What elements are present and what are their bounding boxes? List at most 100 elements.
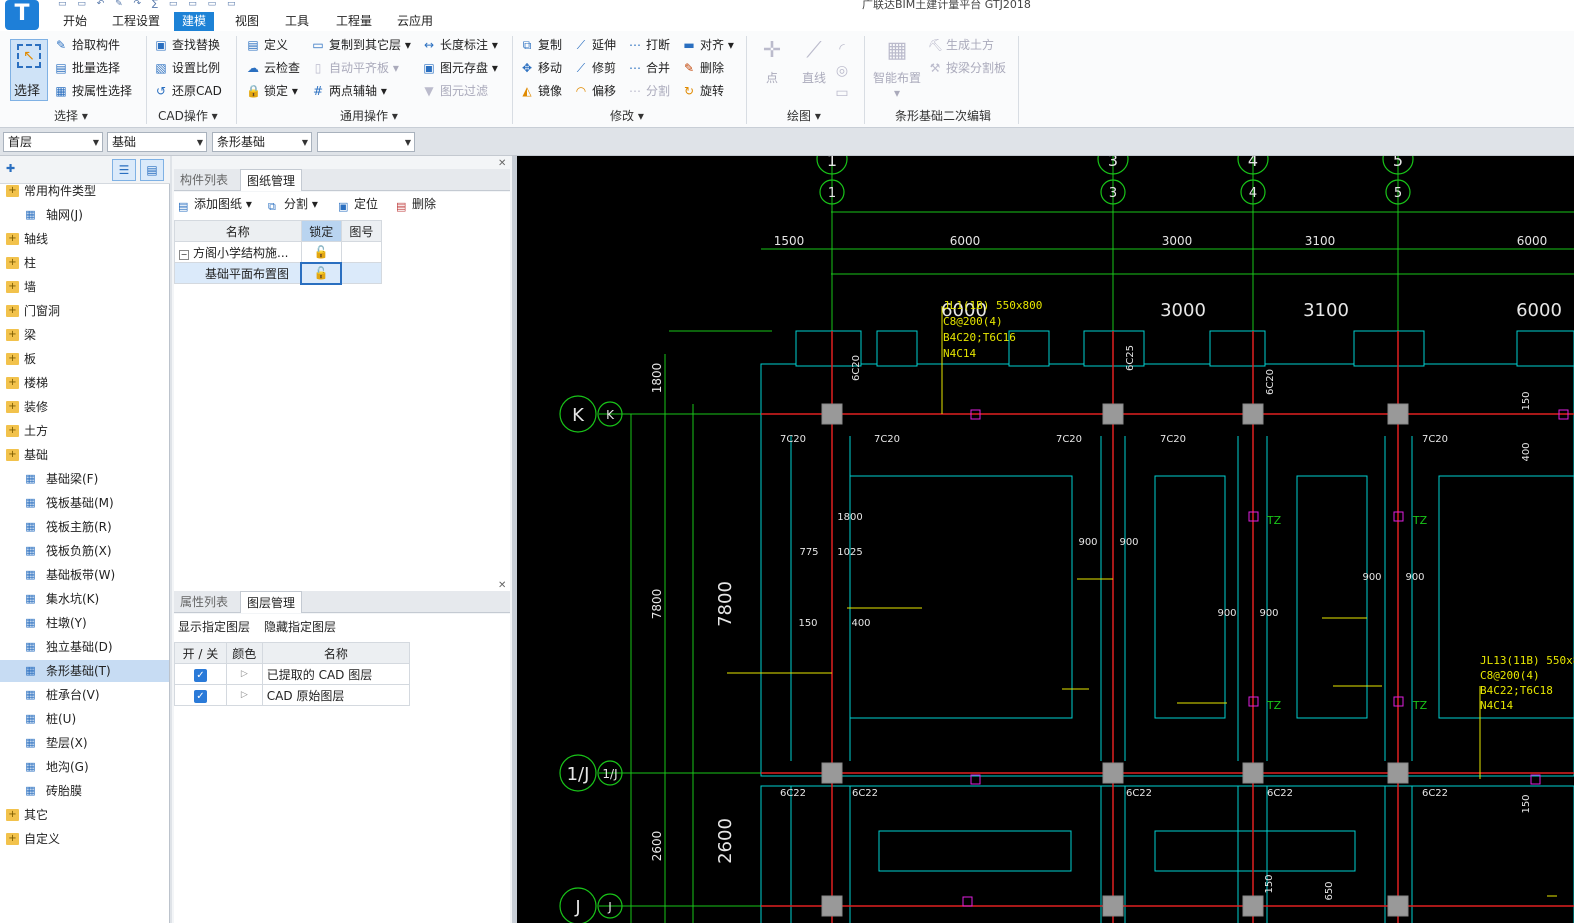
- element-filter-button[interactable]: ▼图元过滤: [420, 81, 488, 101]
- tree-item[interactable]: +楼梯: [0, 372, 169, 394]
- merge-button[interactable]: ⋯合并: [629, 61, 671, 75]
- delete-drawing-button[interactable]: ▤删除: [394, 194, 436, 214]
- select-by-attr-button[interactable]: ▦按属性选择: [55, 84, 133, 98]
- menu-project-settings[interactable]: 工程设置: [112, 14, 161, 28]
- set-scale-button[interactable]: ▧设置比例: [155, 61, 221, 75]
- tree-item[interactable]: +常用构件类型: [0, 180, 169, 202]
- trim-button[interactable]: ⟋修剪: [572, 58, 616, 78]
- tree-item[interactable]: ▦桩承台(V): [0, 684, 169, 706]
- copy-button[interactable]: ⧉复制: [518, 35, 562, 55]
- cloud-check-button[interactable]: ☁云检查: [247, 61, 301, 75]
- menu-cloud[interactable]: 云应用: [397, 14, 434, 28]
- layer-visible-checkbox[interactable]: ✓: [193, 668, 207, 682]
- restore-cad-button[interactable]: ↺还原CAD: [155, 84, 222, 98]
- length-dimension-button[interactable]: ↔长度标注 ▾: [423, 38, 498, 52]
- two-point-aux-axis-button[interactable]: #两点辅轴 ▾: [312, 84, 387, 98]
- lock-icon[interactable]: 🔓: [300, 261, 343, 285]
- copy-to-layer-button[interactable]: ▭复制到其它层 ▾: [312, 38, 411, 52]
- save-element-button[interactable]: ▣图元存盘 ▾: [423, 61, 498, 75]
- align-button[interactable]: ▬对齐 ▾: [683, 38, 734, 52]
- rotate-button[interactable]: ↻旋转: [683, 84, 725, 98]
- tree-item[interactable]: ▦独立基础(D): [0, 636, 169, 658]
- split-by-beam-button[interactable]: ⚒按梁分割板: [929, 61, 1007, 75]
- tree-item[interactable]: ▦筏板主筋(R): [0, 516, 169, 538]
- app-logo[interactable]: T: [5, 0, 39, 30]
- generate-earthwork-button[interactable]: ⛏生成土方: [928, 38, 995, 52]
- locate-button[interactable]: ▣定位: [336, 194, 378, 214]
- tree-item[interactable]: +梁: [0, 324, 169, 346]
- move-button[interactable]: ✥移动: [521, 61, 563, 75]
- collapse-icon[interactable]: −: [179, 249, 189, 260]
- tab-property-list[interactable]: 属性列表: [180, 595, 229, 609]
- draw-point-button[interactable]: ✛点: [750, 37, 794, 86]
- split-button[interactable]: ⋯分割: [629, 84, 671, 98]
- tree-item[interactable]: +基础: [0, 444, 169, 466]
- tree-item[interactable]: +自定义: [0, 828, 169, 850]
- tree-item[interactable]: ▦基础梁(F): [0, 468, 169, 490]
- show-layer-link[interactable]: 显示指定图层: [178, 620, 251, 634]
- split-drawing-button[interactable]: ⧉分割 ▾: [266, 194, 318, 214]
- tree-item[interactable]: ▦筏板负筋(X): [0, 540, 169, 562]
- new-element-icon[interactable]: ✚: [6, 162, 16, 175]
- close-icon[interactable]: ✕: [498, 580, 507, 591]
- auto-align-slab-button[interactable]: ▯自动平齐板 ▾: [309, 58, 399, 78]
- quick-access-toolbar[interactable]: ▭ ▭ ↶ ✎ ↷ ∑ ▭ ▭ ▭ ▭: [58, 0, 240, 9]
- tree-item[interactable]: +其它: [0, 804, 169, 826]
- tree-item[interactable]: +柱: [0, 252, 169, 274]
- define-button[interactable]: ▤定义: [247, 38, 289, 52]
- menu-modeling[interactable]: 建模: [174, 12, 215, 31]
- tree-item[interactable]: +门窗洞: [0, 300, 169, 322]
- close-icon[interactable]: ✕: [498, 158, 507, 169]
- menu-view[interactable]: 视图: [235, 14, 260, 28]
- select-button[interactable]: ↖ 选择: [10, 39, 48, 101]
- tree-item[interactable]: ▦柱墩(Y): [0, 612, 169, 634]
- floor-select[interactable]: 首层▼: [3, 132, 103, 152]
- batch-select-button[interactable]: ▤批量选择: [55, 61, 121, 75]
- element-select[interactable]: ▼: [317, 132, 415, 152]
- break-button[interactable]: ⋯打断: [629, 38, 671, 52]
- tree-item[interactable]: +墙: [0, 276, 169, 298]
- type-select[interactable]: 条形基础▼: [212, 132, 312, 152]
- menu-tools[interactable]: 工具: [285, 14, 310, 28]
- tree-item[interactable]: ▦砖胎膜: [0, 780, 169, 802]
- draw-arc-button[interactable]: ◜: [830, 35, 854, 59]
- expand-icon[interactable]: ▷: [225, 663, 263, 685]
- menu-quantities[interactable]: 工程量: [336, 14, 373, 28]
- expand-icon[interactable]: ▷: [225, 684, 263, 706]
- tab-drawing-management[interactable]: 图纸管理: [240, 169, 303, 191]
- smart-layout-button[interactable]: ▦智能布置▾: [872, 38, 921, 100]
- tree-item[interactable]: +轴线: [0, 228, 169, 250]
- table-row[interactable]: 基础平面布置图 🔓: [174, 261, 383, 285]
- mirror-button[interactable]: ◭镜像: [518, 81, 562, 101]
- detail-view-icon[interactable]: ▤: [140, 159, 164, 181]
- layer-visible-checkbox[interactable]: ✓: [193, 689, 207, 703]
- category-select[interactable]: 基础▼: [107, 132, 207, 152]
- menu-start[interactable]: 开始: [63, 14, 88, 28]
- table-row[interactable]: −方阁小学结构施... 🔓: [174, 241, 383, 263]
- tree-item[interactable]: +板: [0, 348, 169, 370]
- tree-item[interactable]: ▦桩(U): [0, 708, 169, 730]
- tab-layer-management[interactable]: 图层管理: [240, 591, 303, 613]
- find-replace-button[interactable]: ▣查找替换: [155, 38, 221, 52]
- tree-item[interactable]: ▦条形基础(T): [0, 660, 169, 682]
- pick-element-button[interactable]: ✎拾取构件: [55, 38, 121, 52]
- tree-item[interactable]: +土方: [0, 420, 169, 442]
- panel-splitter[interactable]: [512, 156, 517, 923]
- draw-circle-button[interactable]: ◎: [830, 57, 854, 81]
- tab-element-list[interactable]: 构件列表: [180, 173, 229, 187]
- tree-item[interactable]: ▦基础板带(W): [0, 564, 169, 586]
- add-drawing-button[interactable]: ▤添加图纸 ▾: [176, 194, 252, 214]
- tree-item[interactable]: +装修: [0, 396, 169, 418]
- tree-item[interactable]: ▦地沟(G): [0, 756, 169, 778]
- draw-rect-button[interactable]: ▭: [830, 79, 854, 103]
- tree-item[interactable]: ▦筏板基础(M): [0, 492, 169, 514]
- tree-item[interactable]: ▦集水坑(K): [0, 588, 169, 610]
- tree-item[interactable]: ▦轴网(J): [0, 204, 169, 226]
- tree-item[interactable]: ▦垫层(X): [0, 732, 169, 754]
- lock-icon[interactable]: 🔓: [300, 241, 342, 263]
- lock-button[interactable]: 🔒锁定 ▾: [246, 84, 298, 98]
- extend-button[interactable]: ⟋延伸: [572, 35, 616, 55]
- delete-button[interactable]: ✎删除: [683, 61, 725, 75]
- draw-line-button[interactable]: ⟋直线: [801, 38, 826, 85]
